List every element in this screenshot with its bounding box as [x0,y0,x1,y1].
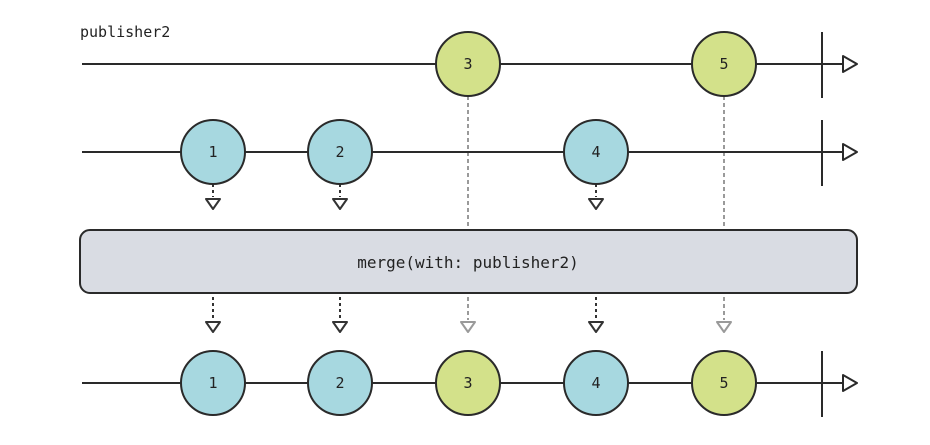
down-arrow-icon [332,321,348,333]
down-arrow-icon [460,321,476,333]
down-arrow-icon [716,321,732,333]
output-marble-label: 1 [208,374,217,392]
publisher2-marble-label: 3 [463,55,472,73]
down-arrow-icon [332,198,348,210]
output-marble-label: 2 [335,374,344,392]
output-marble-5 [691,350,757,416]
output-marble-4 [563,350,629,416]
publisher2-marble-label: 5 [719,55,728,73]
publisher1-marble-label: 4 [591,143,600,161]
output-marble-label: 5 [719,374,728,392]
operator-box [79,229,858,294]
publisher1-marble-label: 2 [335,143,344,161]
output-marble-label: 4 [591,374,600,392]
output-marble-2 [307,350,373,416]
publisher2-label: publisher2 [80,23,170,41]
publisher1-marble-label: 1 [208,143,217,161]
output-marble-3 [435,350,501,416]
publisher2-arrow-icon [842,55,858,73]
publisher1-arrow-icon [842,143,858,161]
output-arrow-icon [842,374,858,392]
down-arrow-icon [588,321,604,333]
operator-label: merge(with: publisher2) [357,253,579,272]
publisher2-marble-5 [691,31,757,97]
publisher1-marble-4 [563,119,629,185]
publisher1-marble-2 [307,119,373,185]
output-marble-label: 3 [463,374,472,392]
marbles: 3 5 1 2 4 1 2 3 4 5 [180,31,757,416]
publisher2-marble-3 [435,31,501,97]
connectors [205,96,732,333]
down-arrow-icon [588,198,604,210]
output-marble-1 [180,350,246,416]
publisher1-marble-1 [180,119,246,185]
down-arrow-icon [205,321,221,333]
down-arrow-icon [205,198,221,210]
